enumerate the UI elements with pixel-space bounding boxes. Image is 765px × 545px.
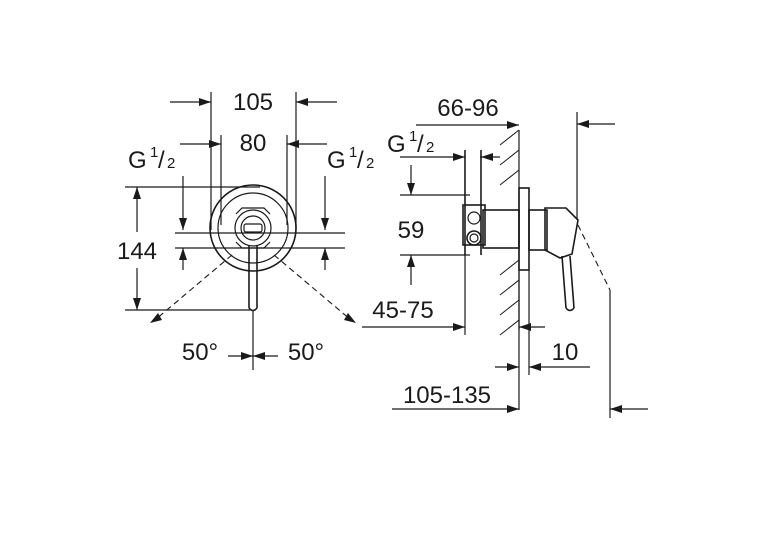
dim-144: 144 <box>117 187 157 310</box>
handle-side <box>544 207 611 312</box>
dim-label-45-75: 45-75 <box>372 297 433 324</box>
svg-text:1: 1 <box>409 128 417 145</box>
dim-10: 10 <box>495 270 590 410</box>
wall-section <box>499 129 520 336</box>
svg-text:G: G <box>387 131 406 158</box>
svg-text:/: / <box>417 131 424 158</box>
valve-body <box>462 150 548 271</box>
escutcheon-plate <box>209 184 297 272</box>
svg-text:/: / <box>357 147 364 174</box>
thread-label-left: G 1 / 2 <box>128 144 175 174</box>
svg-text:1: 1 <box>150 144 158 161</box>
dim-105-135: 105-135 <box>392 290 648 418</box>
svg-text:2: 2 <box>167 155 175 172</box>
dim-45-75: 45-75 <box>362 255 545 335</box>
dim-label-144: 144 <box>117 238 157 265</box>
front-view: 105 80 G 1 / 2 G 1 / 2 <box>117 89 374 370</box>
dim-label-105: 105 <box>233 89 273 116</box>
svg-text:G: G <box>128 147 147 174</box>
thread-label-side: G 1 / 2 <box>387 128 434 158</box>
angle-label-right: 50° <box>288 339 324 366</box>
svg-text:G: G <box>327 147 346 174</box>
dim-59: 59 <box>398 165 470 285</box>
svg-text:2: 2 <box>366 155 374 172</box>
side-view: 66-96 G 1 / 2 59 <box>362 95 648 418</box>
dim-label-59: 59 <box>398 217 425 244</box>
dim-label-10: 10 <box>552 339 579 366</box>
dim-105: 105 <box>170 89 337 230</box>
dim-66-96: 66-96 <box>416 95 519 129</box>
thread-label-right: G 1 / 2 <box>327 144 374 174</box>
svg-text:2: 2 <box>426 139 434 156</box>
dim-label-66-96: 66-96 <box>437 95 498 122</box>
svg-text:/: / <box>158 147 165 174</box>
dim-80: 80 <box>180 130 327 225</box>
svg-text:1: 1 <box>349 144 357 161</box>
angle-label-left: 50° <box>182 339 218 366</box>
dim-label-105-135: 105-135 <box>403 382 491 409</box>
dim-label-80: 80 <box>240 130 267 157</box>
